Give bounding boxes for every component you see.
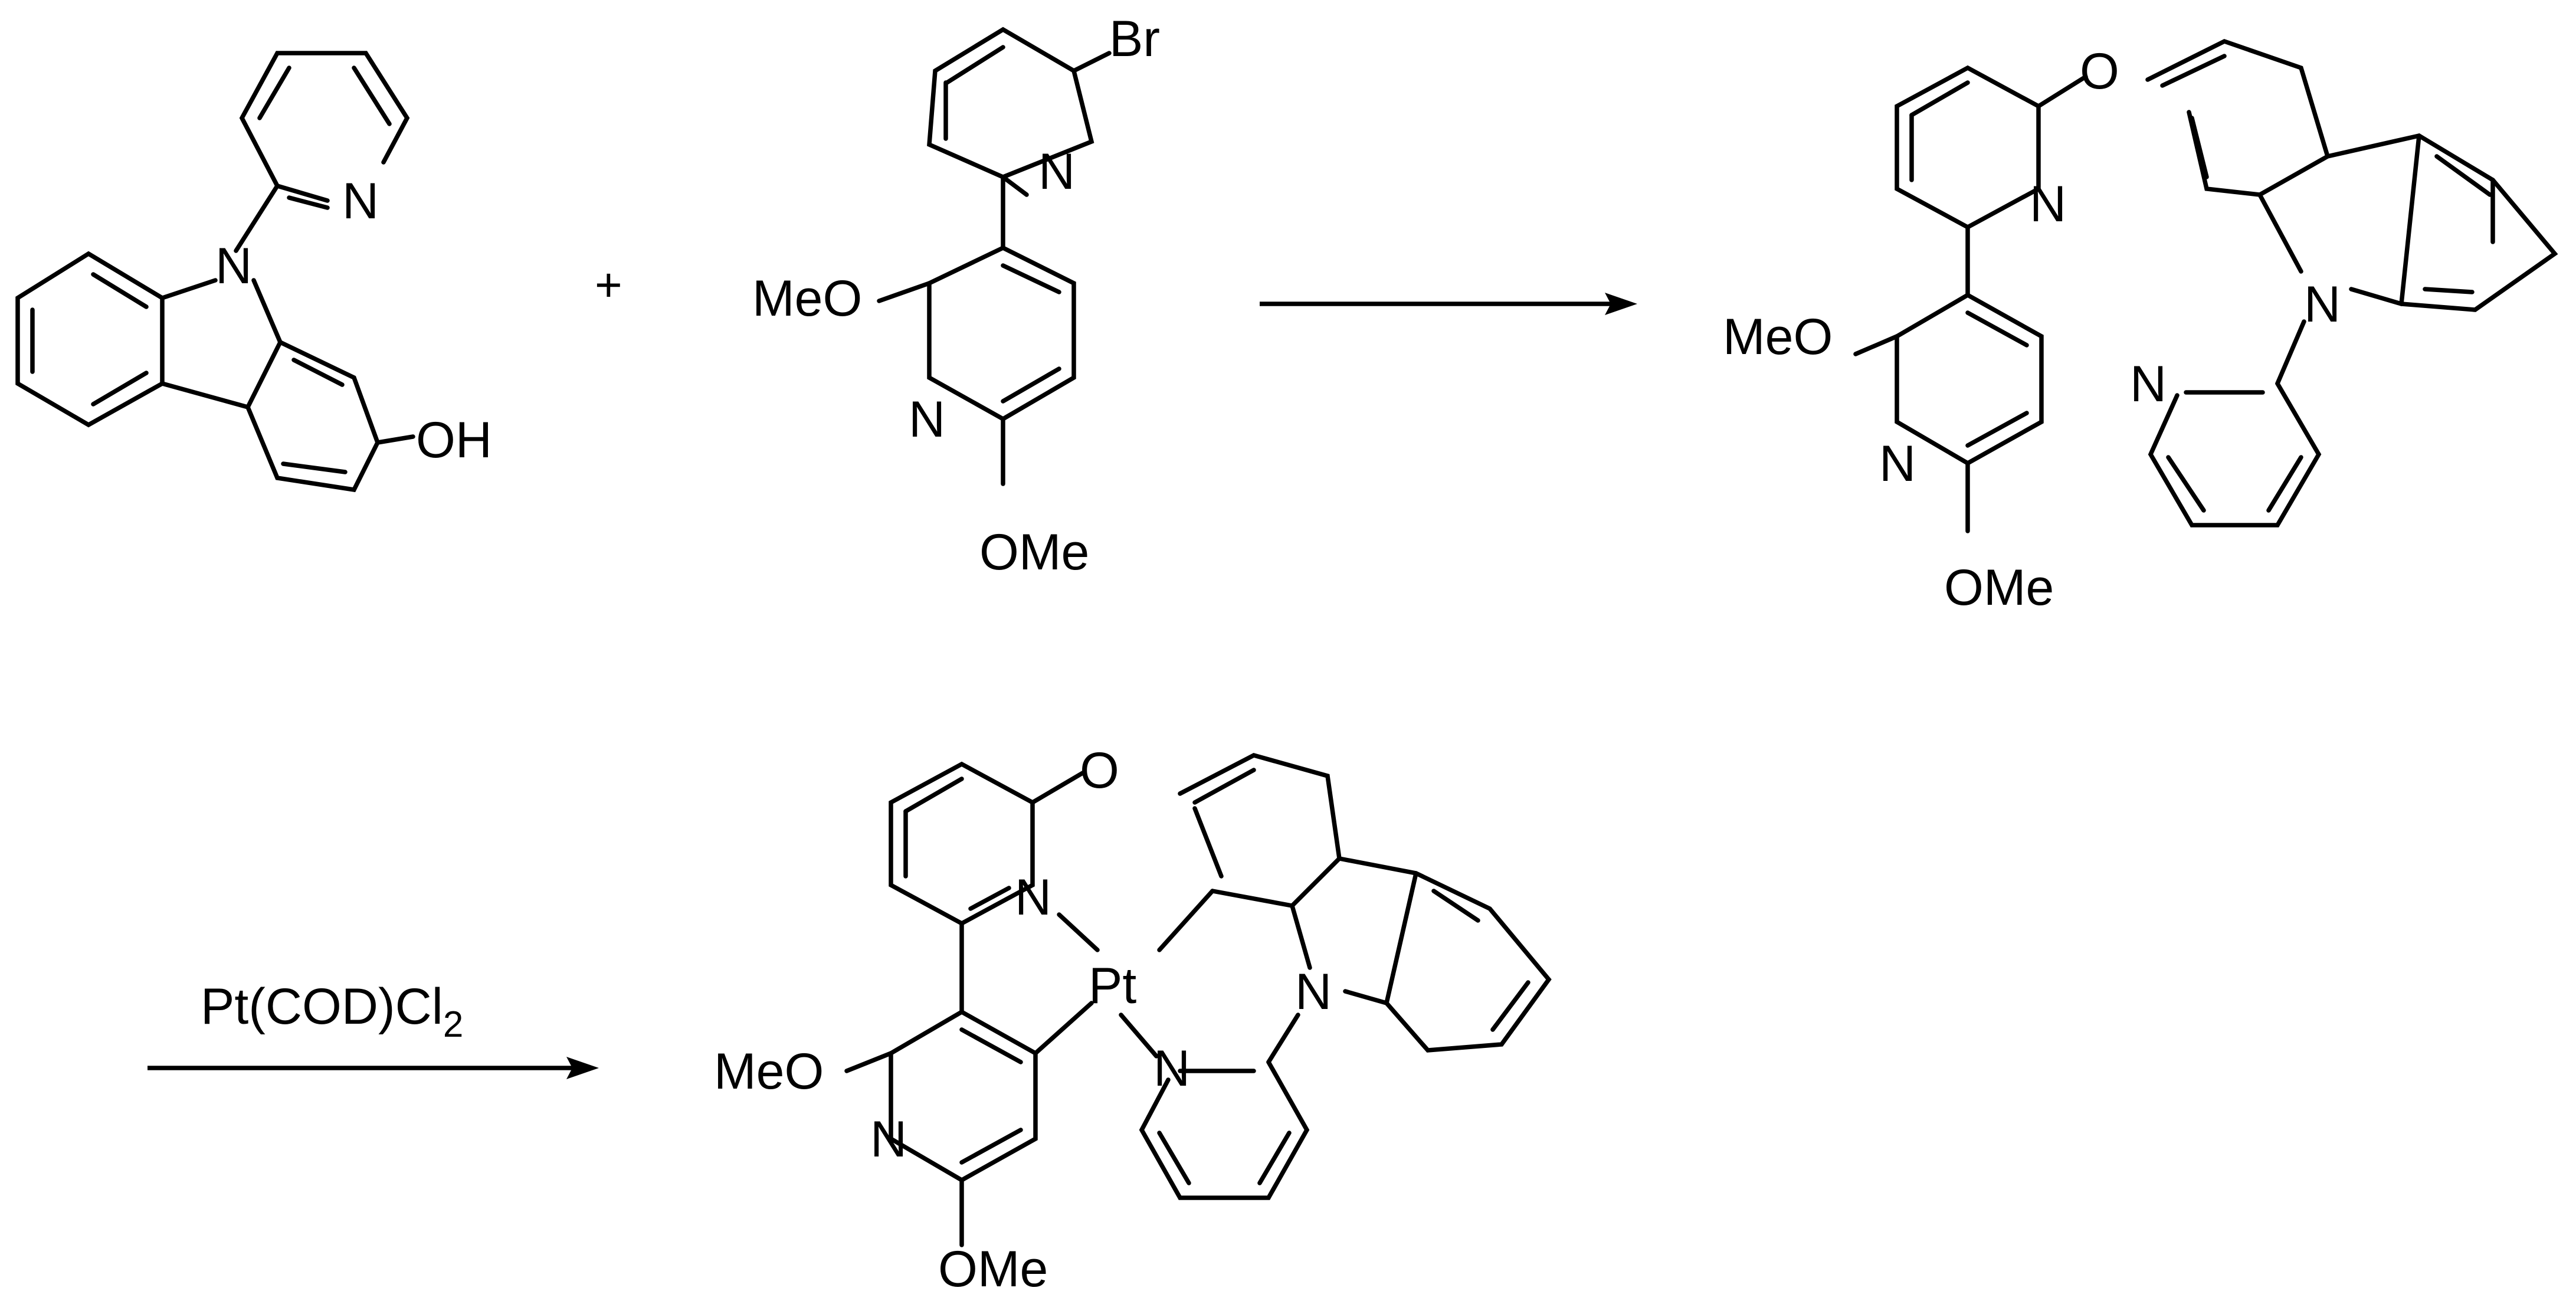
complex-ring-n-label: N <box>870 1111 907 1168</box>
product-pyridine-n-label: N <box>2030 176 2066 232</box>
product-methoxy-1-label: MeO <box>1723 309 1833 365</box>
complex-structure: O N Pt MeO N OMe N N <box>714 742 1552 1298</box>
complex-carbazole-n-label: N <box>1295 964 1332 1020</box>
complex-methoxy-1-label: MeO <box>714 1043 824 1100</box>
reactant-1-structure: N N OH <box>15 51 492 493</box>
complex-pyridyl-n-label: N <box>1153 1040 1190 1097</box>
product-pyridyl-n-label: N <box>2130 356 2167 412</box>
complex-pyridine-n-label: N <box>1015 869 1051 926</box>
product-carbazole-n-label: N <box>2304 276 2341 333</box>
ether-oxygen-label: O <box>2080 43 2119 100</box>
platinum-label: Pt <box>1089 958 1136 1014</box>
reactant-2-structure: Br N MeO N OMe <box>752 11 1160 581</box>
hydroxyl-label: OH <box>416 412 492 468</box>
reagent-label: Pt(COD)Cl2 <box>201 978 463 1045</box>
reaction-arrow-2: Pt(COD)Cl2 <box>148 978 599 1079</box>
complex-methoxy-2-label: OMe <box>938 1241 1048 1298</box>
complex-ether-oxygen-label: O <box>1080 742 1119 799</box>
bromopyridine-n-label: N <box>1038 143 1075 200</box>
methoxy-1-label: MeO <box>752 270 862 327</box>
ring-n-label: N <box>909 391 945 448</box>
pyridine-n-label: N <box>342 173 379 230</box>
bromine-label: Br <box>1109 11 1160 67</box>
product-methoxy-2-label: OMe <box>1944 559 2054 616</box>
product-ring-n-label: N <box>1879 435 1916 492</box>
product-structure: O N MeO N OMe N N <box>1723 38 2558 616</box>
plus-sign: + <box>595 258 622 311</box>
carbazole-n-label: N <box>215 238 252 294</box>
methoxy-2-label: OMe <box>979 524 1089 581</box>
reaction-arrow-1 <box>1260 293 1637 315</box>
